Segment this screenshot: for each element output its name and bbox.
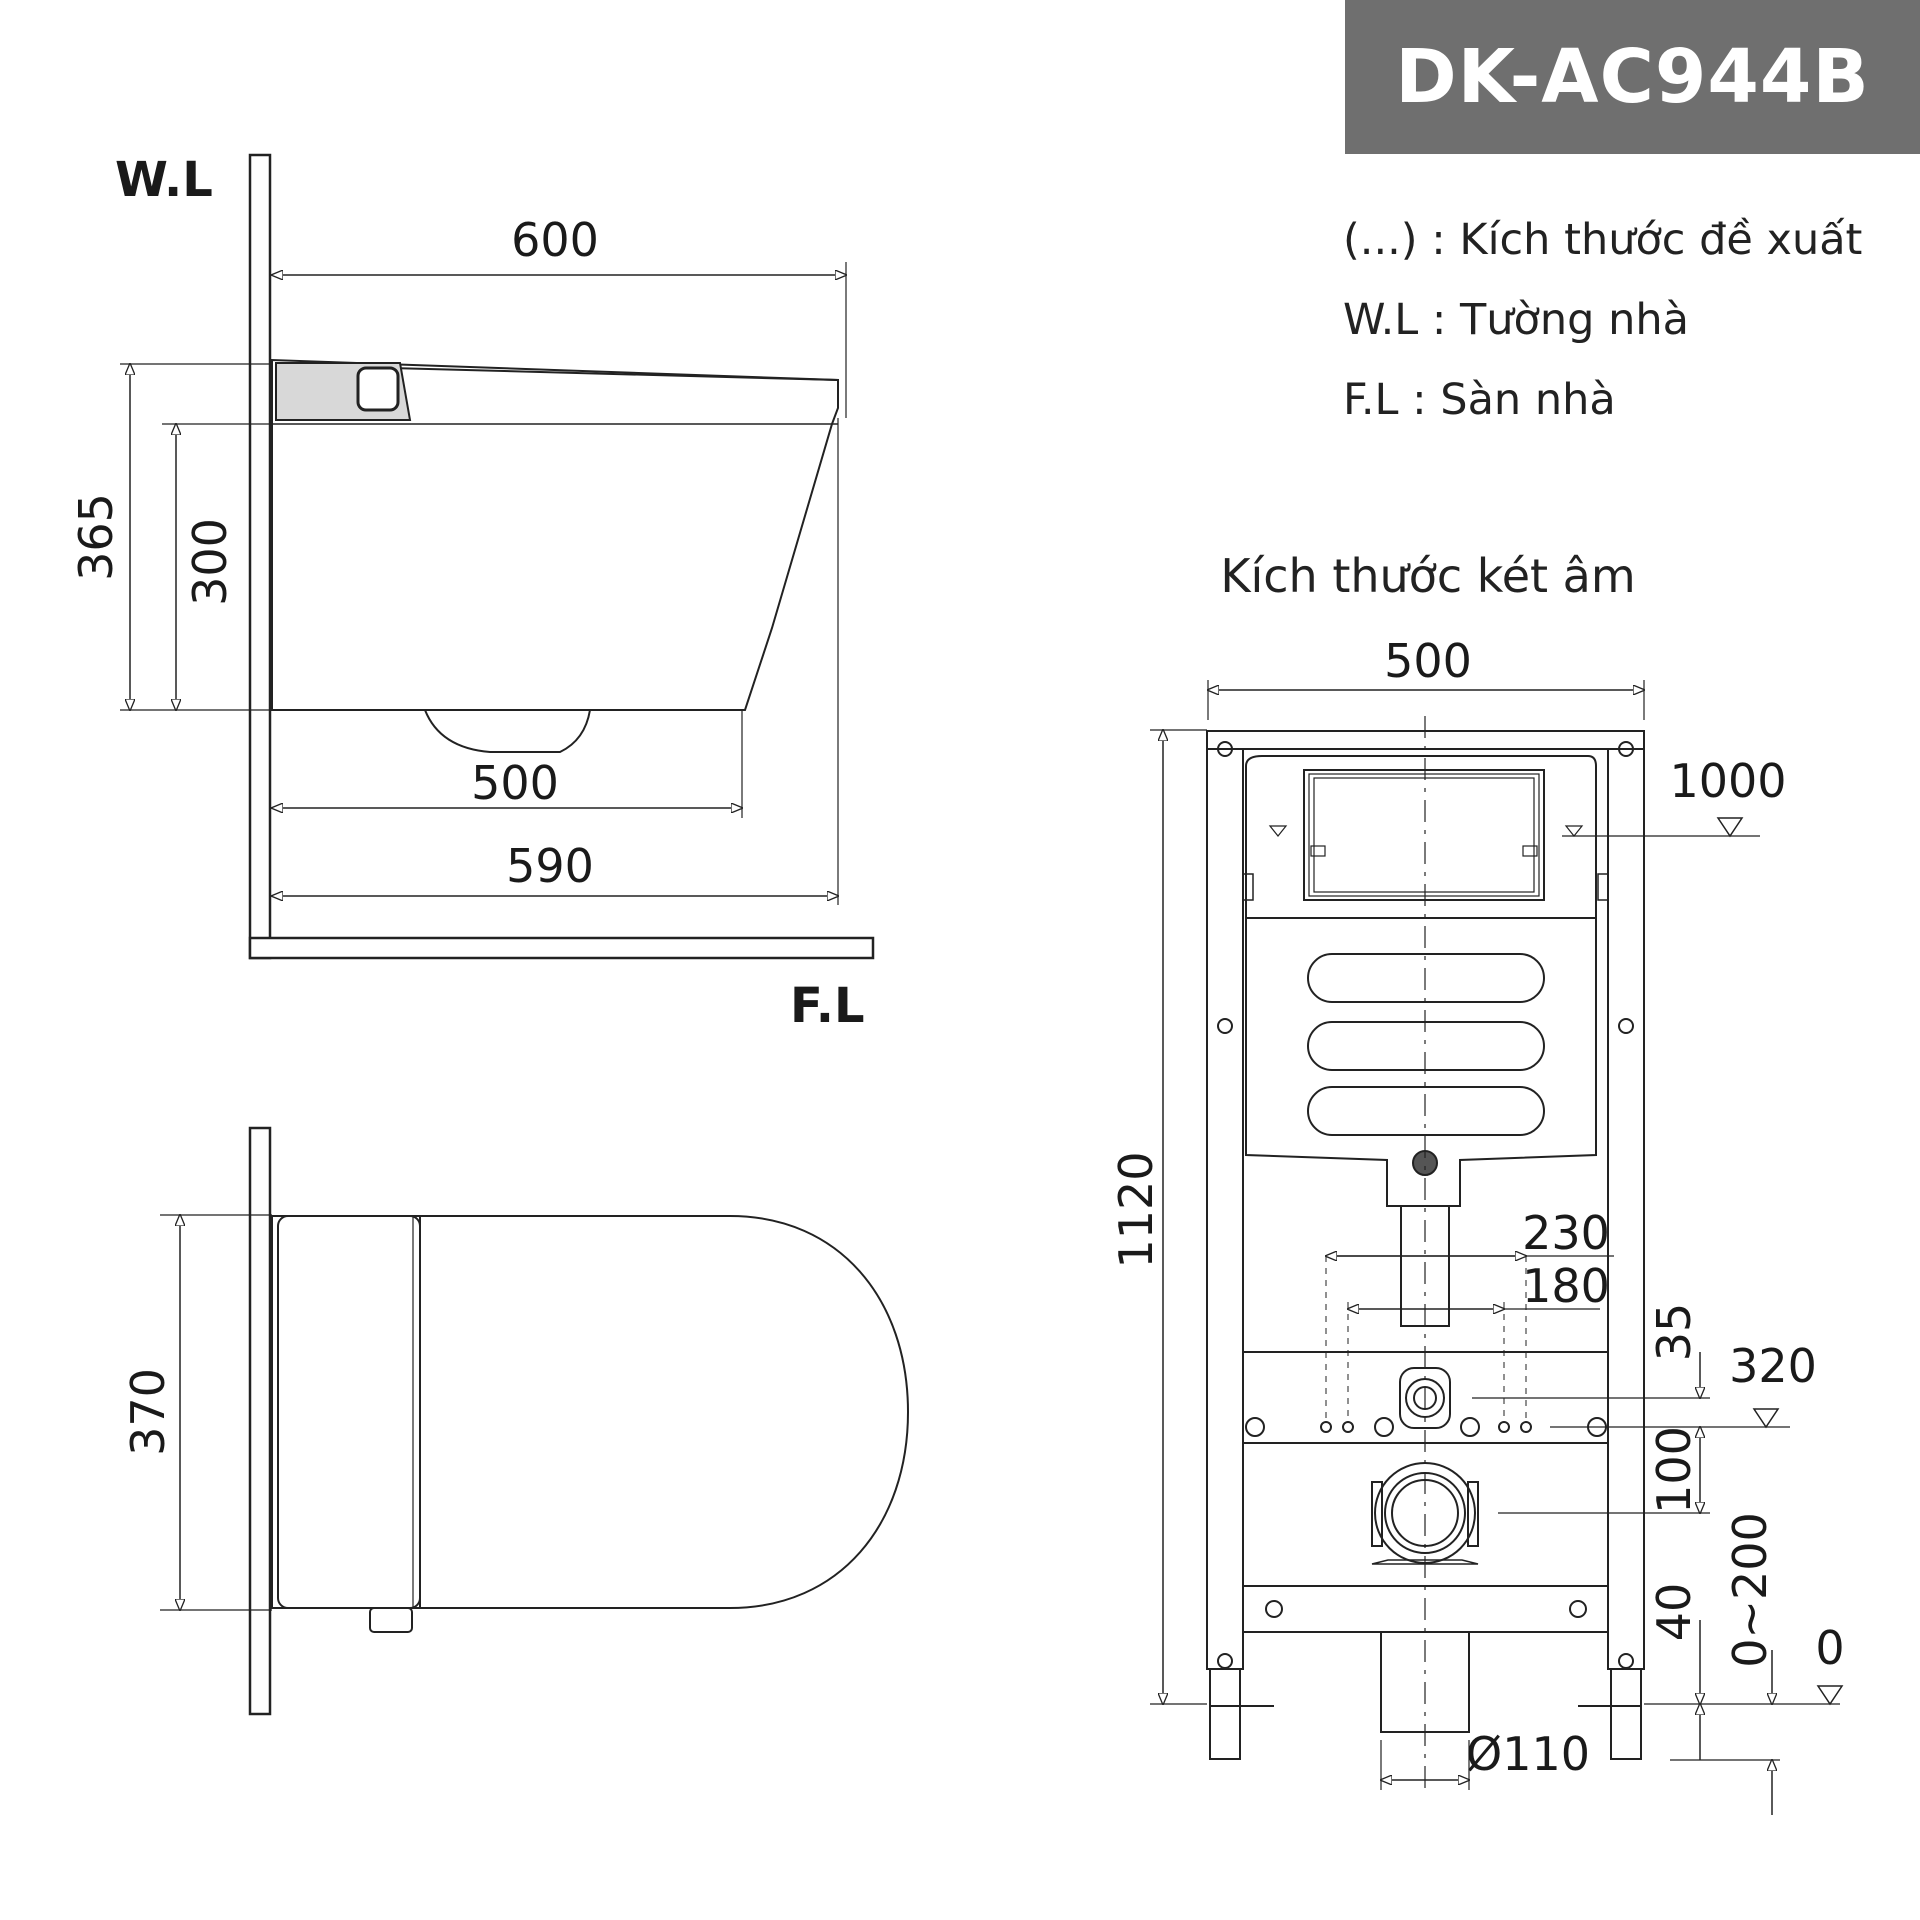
right-post	[1607, 730, 1645, 1670]
left-post	[1206, 730, 1244, 1670]
legend-recommended: (...) : Kích thước đề xuất	[1343, 215, 1863, 265]
dim-body-length: 590	[506, 839, 594, 893]
dim-body-height: 300	[183, 518, 237, 606]
dim-cistern-width: 500	[1384, 634, 1472, 688]
cistern-title: Kích thước két âm	[1220, 549, 1635, 603]
bolt-hole	[1320, 1421, 1332, 1433]
dim-floor-zero: 0	[1815, 1621, 1844, 1675]
water-inlet	[369, 1607, 413, 1633]
legend-wall: W.L : Tường nhà	[1343, 295, 1689, 345]
top-wall-line	[248, 1126, 272, 1716]
dim-width: 370	[121, 1368, 175, 1456]
dim-bottom-offset: 40	[1647, 1583, 1701, 1642]
wall-line	[248, 153, 272, 960]
model-banner: DK-AC944B	[1345, 0, 1920, 154]
seat-outline	[271, 1215, 910, 1609]
dim-bolt-inner: 180	[1522, 1259, 1610, 1313]
control-button	[356, 366, 400, 412]
vent-slot-3	[1307, 1086, 1545, 1136]
bolt-hole	[1342, 1421, 1354, 1433]
vent-slot-2	[1307, 1021, 1545, 1071]
legend-floor: F.L : Sàn nhà	[1343, 375, 1616, 425]
bolt-hole	[1520, 1421, 1532, 1433]
dim-bolt-height: 320	[1729, 1339, 1817, 1393]
dim-cistern-height: 1120	[1109, 1151, 1163, 1268]
side-view	[120, 153, 875, 960]
cistern-frame	[1150, 680, 1844, 1815]
dim-adjust-range: 0~200	[1723, 1512, 1777, 1668]
bolt-hole	[1498, 1421, 1510, 1433]
dim-inlet-offset: 35	[1647, 1303, 1701, 1362]
tank-cover	[277, 1215, 421, 1609]
top-view	[160, 1126, 910, 1716]
wall-label: W.L	[115, 152, 213, 208]
dim-button-height: 1000	[1669, 754, 1786, 808]
trap-base	[424, 709, 591, 753]
dim-outlet-offset: 100	[1647, 1426, 1701, 1514]
vent-slot-1	[1307, 953, 1545, 1003]
dim-base-length: 500	[471, 756, 559, 810]
floor-label: F.L	[790, 978, 865, 1034]
dim-bolt-outer: 230	[1522, 1206, 1610, 1260]
dim-total-length: 600	[511, 213, 599, 267]
dim-pipe-diameter: Ø110	[1466, 1727, 1590, 1781]
floor-line	[248, 936, 875, 960]
dim-total-height: 365	[69, 493, 123, 581]
model-number: DK-AC944B	[1395, 34, 1870, 120]
